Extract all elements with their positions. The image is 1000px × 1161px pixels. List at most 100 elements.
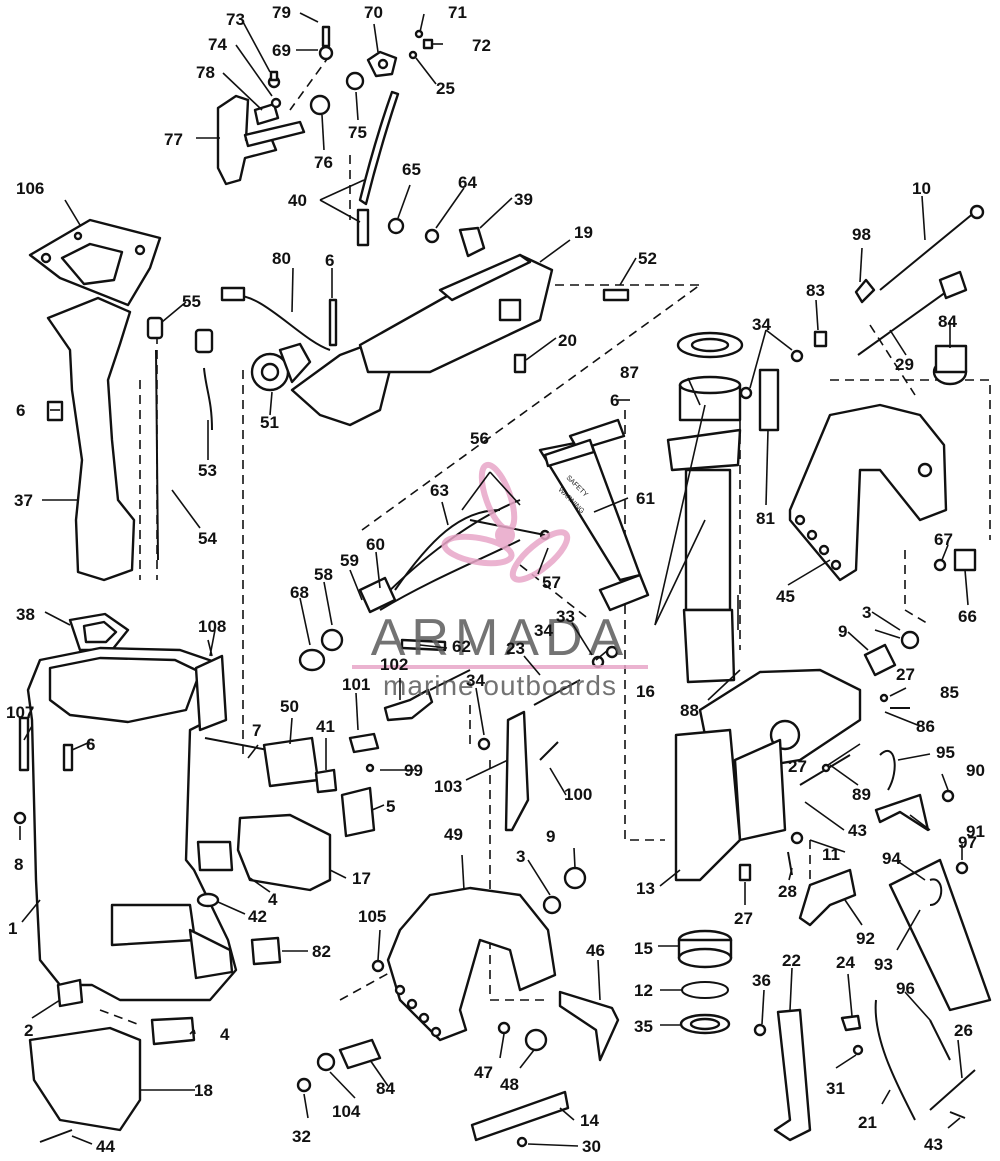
exhaust-housing-group	[28, 218, 162, 652]
callout-43: 43	[924, 1135, 943, 1154]
callout-3: 3	[516, 847, 525, 866]
callout-23: 23	[506, 639, 525, 658]
callout-27: 27	[788, 757, 807, 776]
callout-77: 77	[164, 130, 183, 149]
swivel-yoke-group	[220, 217, 630, 427]
callout-94: 94	[882, 849, 901, 868]
callout-34: 34	[534, 621, 553, 640]
callout-72: 72	[472, 36, 491, 55]
callout-83: 83	[806, 281, 825, 300]
callout-5: 5	[386, 797, 395, 816]
callout-48: 48	[500, 1075, 519, 1094]
callout-98: 98	[852, 225, 871, 244]
callout-17: 17	[352, 869, 371, 888]
callout-34: 34	[466, 671, 485, 690]
callout-81: 81	[756, 509, 775, 528]
callout-55: 55	[182, 292, 201, 311]
callout-54: 54	[198, 529, 217, 548]
mount-block-group	[28, 736, 376, 1143]
callout-16: 16	[636, 682, 655, 701]
tilt-tube-group	[674, 668, 955, 882]
callout-6: 6	[610, 391, 619, 410]
callout-75: 75	[348, 123, 367, 142]
callout-58: 58	[314, 565, 333, 584]
callout-78: 78	[196, 63, 215, 82]
callout-24: 24	[836, 953, 855, 972]
callout-39: 39	[514, 190, 533, 209]
callout-82: 82	[312, 942, 331, 961]
callout-66: 66	[958, 607, 977, 626]
callout-11: 11	[822, 845, 840, 864]
callout-60: 60	[366, 535, 385, 554]
callout-59: 59	[340, 551, 359, 570]
callout-106: 106	[16, 179, 44, 198]
callout-56: 56	[470, 429, 489, 448]
callout-43: 43	[848, 821, 867, 840]
callout-8: 8	[14, 855, 23, 874]
callout-57: 57	[542, 573, 561, 592]
callout-3: 3	[862, 603, 871, 622]
callout-2: 2	[24, 1021, 33, 1040]
callout-71: 71	[448, 3, 467, 22]
callout-6: 6	[325, 251, 334, 270]
callout-102: 102	[380, 655, 408, 674]
watermark-underline	[352, 665, 648, 669]
callout-89: 89	[852, 785, 871, 804]
misc-hardware-group	[348, 645, 619, 832]
callout-35: 35	[634, 1017, 653, 1036]
callout-53: 53	[198, 461, 217, 480]
stern-bracket-left-group	[296, 866, 620, 1148]
callout-80: 80	[272, 249, 291, 268]
callout-12: 12	[634, 981, 653, 1000]
callout-104: 104	[332, 1102, 361, 1121]
callout-28: 28	[778, 882, 797, 901]
callout-87: 87	[620, 363, 639, 382]
callout-84: 84	[938, 312, 957, 331]
callout-95: 95	[936, 743, 955, 762]
callout-76: 76	[314, 153, 333, 172]
callout-21: 21	[858, 1113, 877, 1132]
callout-63: 63	[430, 481, 449, 500]
callout-108: 108	[198, 617, 226, 636]
exhaust-housing-main	[13, 646, 238, 1008]
callout-47: 47	[474, 1063, 493, 1082]
callout-33: 33	[556, 607, 575, 626]
callout-100: 100	[564, 785, 592, 804]
callout-44: 44	[96, 1137, 115, 1156]
callout-4: 4	[268, 890, 278, 909]
callout-18: 18	[194, 1081, 213, 1100]
callout-9: 9	[546, 827, 555, 846]
stern-bracket-right-group	[788, 204, 985, 677]
propeller-logo-icon	[441, 461, 571, 583]
callout-26: 26	[954, 1021, 973, 1040]
callout-74: 74	[208, 35, 227, 54]
callout-88: 88	[680, 701, 699, 720]
callout-73: 73	[226, 10, 245, 29]
callout-68: 68	[290, 583, 309, 602]
callout-30: 30	[582, 1137, 601, 1156]
callout-19: 19	[574, 223, 593, 242]
callout-103: 103	[434, 777, 462, 796]
callout-85: 85	[940, 683, 959, 702]
callout-14: 14	[580, 1111, 599, 1130]
callout-65: 65	[402, 160, 421, 179]
callout-6: 6	[86, 735, 95, 754]
tilt-lock-lever-group	[753, 858, 992, 1142]
callout-22: 22	[782, 951, 801, 970]
callout-101: 101	[342, 675, 370, 694]
callout-86: 86	[916, 717, 935, 736]
callout-50: 50	[280, 697, 299, 716]
callout-1: 1	[8, 919, 17, 938]
callout-107: 107	[6, 703, 34, 722]
callout-49: 49	[444, 825, 463, 844]
callout-labels: 1 2 3 3 4 4 5 6 6 6 6 7 8 9 9 10 11 12 1…	[6, 3, 985, 1156]
callout-61: 61	[636, 489, 655, 508]
watermark-brand: ARMADA	[371, 609, 629, 667]
callout-42: 42	[248, 907, 267, 926]
callout-27: 27	[896, 665, 915, 684]
callout-67: 67	[934, 530, 953, 549]
callout-79: 79	[272, 3, 291, 22]
callout-45: 45	[776, 587, 795, 606]
callout-84: 84	[376, 1079, 395, 1098]
